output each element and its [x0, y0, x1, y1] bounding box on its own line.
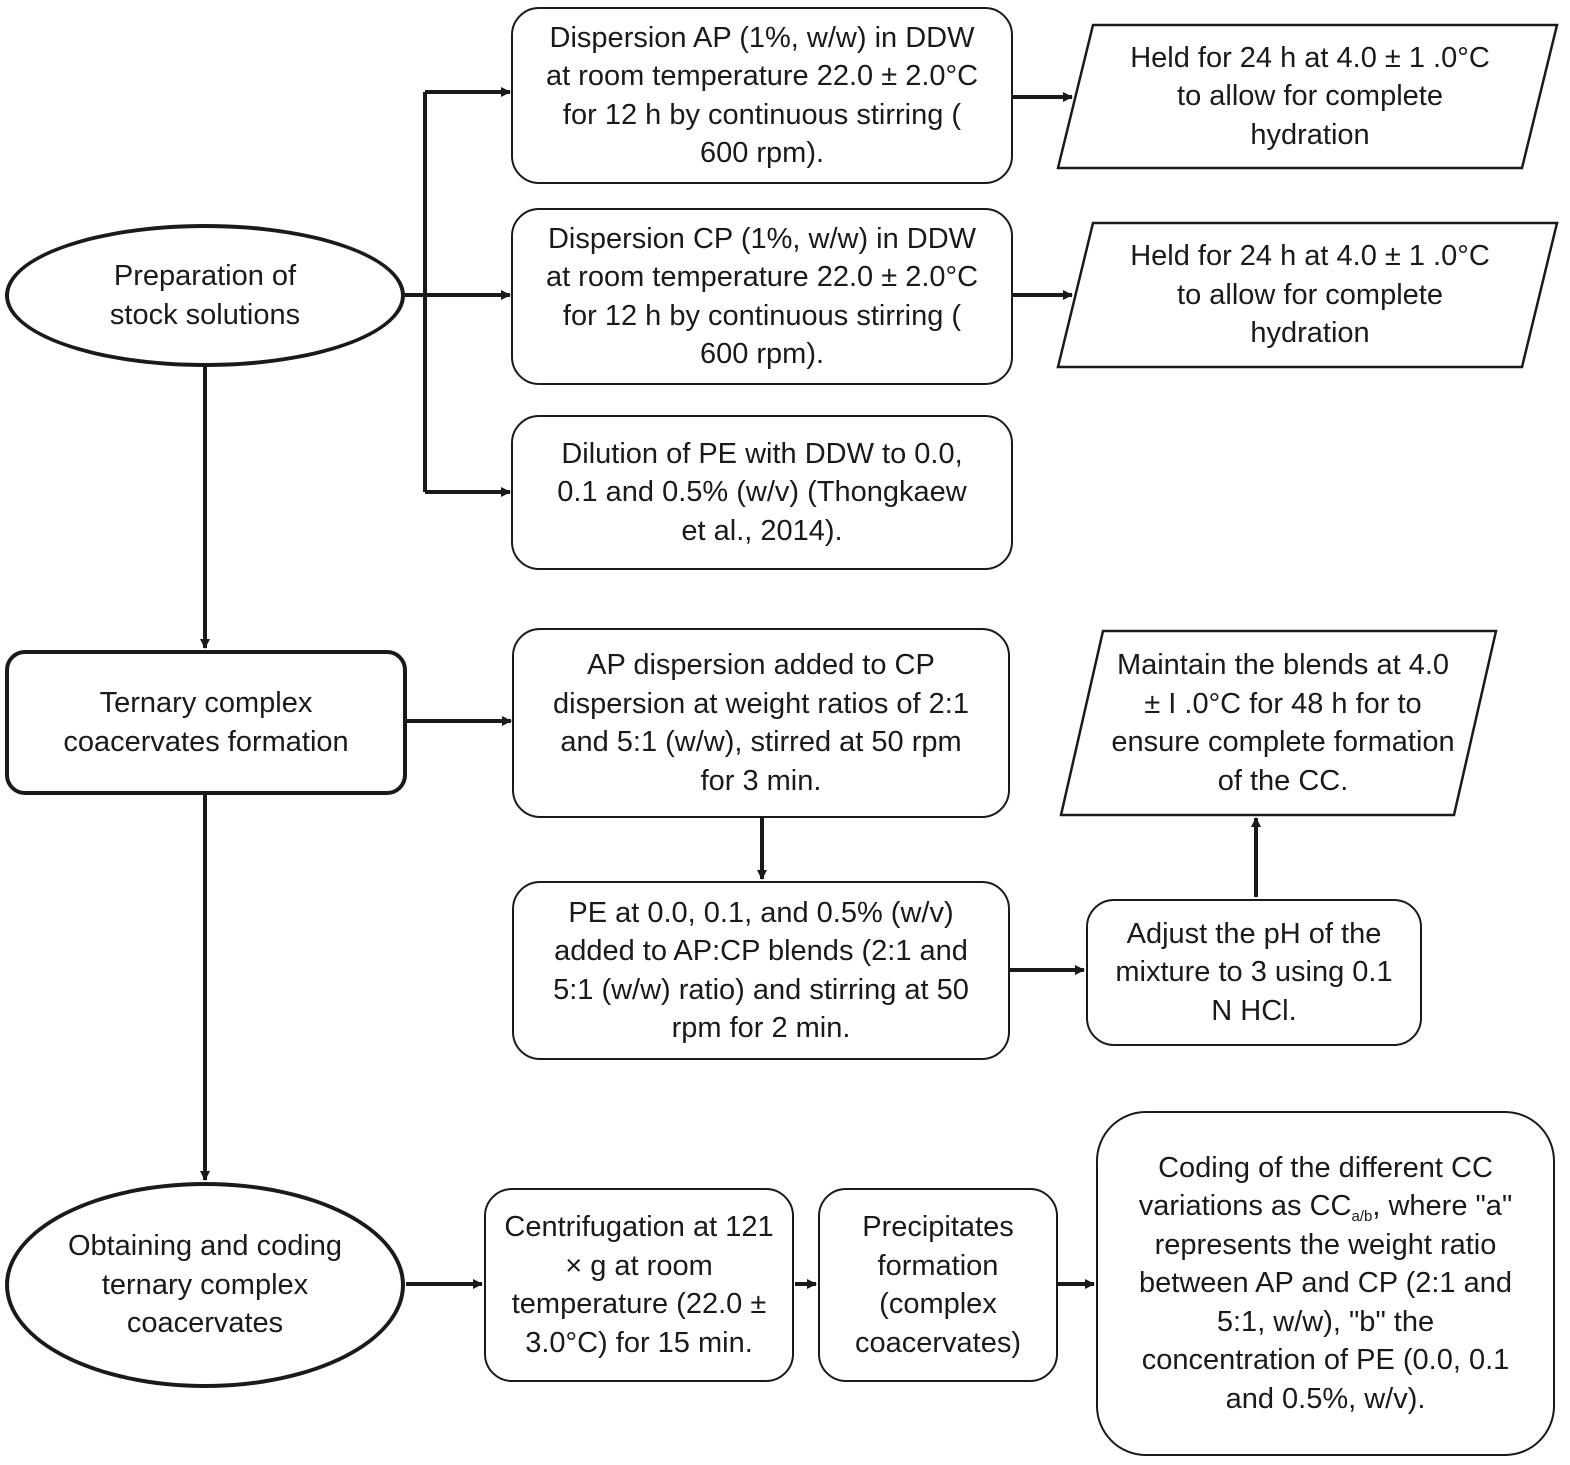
- stage-obtaining: Obtaining and coding ternary complex coa…: [5, 1182, 405, 1388]
- step-adjust-ph-text: Adjust the pH of the mixture to 3 using …: [1115, 917, 1393, 1027]
- held-cp-shape: [1056, 221, 1559, 369]
- step-pe-added-text: PE at 0.0, 0.1, and 0.5% (w/v) added to …: [553, 896, 969, 1045]
- step-maintain-text: Maintain the blends at 4.0 ± I .0°C for …: [1111, 649, 1455, 797]
- step-precipitates: Precipitates formation (complex coacerva…: [818, 1188, 1058, 1382]
- step-dispersion-ap: Dispersion AP (1%, w/w) in DDW at room t…: [511, 7, 1013, 184]
- step-dispersion-ap-text: Dispersion AP (1%, w/w) in DDW at room t…: [545, 21, 979, 170]
- step-held-cp-text: Held for 24 h at 4.0 ± 1 .0°C to allow f…: [1130, 240, 1490, 350]
- coding-subscript: a/b: [1351, 1208, 1373, 1226]
- step-dispersion-cp: Dispersion CP (1%, w/w) in DDW at room t…: [511, 208, 1013, 385]
- step-dilution-pe-text: Dilution of PE with DDW to 0.0, 0.1 and …: [557, 437, 967, 547]
- step-pe-added: PE at 0.0, 0.1, and 0.5% (w/v) added to …: [512, 881, 1010, 1060]
- step-held-cp: Held for 24 h at 4.0 ± 1 .0°C to allow f…: [1090, 223, 1530, 367]
- held-ap-shape: [1056, 23, 1559, 170]
- step-ap-added: AP dispersion added to CP dispersion at …: [512, 628, 1010, 818]
- step-held-ap: Held for 24 h at 4.0 ± 1 .0°C to allow f…: [1090, 25, 1530, 168]
- stage-ternary-label: Ternary complex coacervates formation: [63, 687, 349, 758]
- coding-text-pre: Coding of the different CC variations as…: [1138, 1151, 1493, 1223]
- step-centrifugation-text: Centrifugation at 121 × g at room temper…: [504, 1211, 774, 1359]
- step-maintain: Maintain the blends at 4.0 ± I .0°C for …: [1098, 631, 1468, 815]
- step-precipitates-text: Precipitates formation (complex coacerva…: [854, 1211, 1021, 1359]
- stage-ternary: Ternary complex coacervates formation: [5, 650, 407, 795]
- step-ap-added-text: AP dispersion added to CP dispersion at …: [553, 649, 969, 797]
- maintain-shape: [1059, 629, 1498, 817]
- step-coding-text: Coding of the different CC variations as…: [1128, 1149, 1523, 1419]
- step-coding: Coding of the different CC variations as…: [1096, 1111, 1555, 1456]
- stage-preparation: Preparation of stock solutions: [5, 224, 405, 367]
- step-held-ap-text: Held for 24 h at 4.0 ± 1 .0°C to allow f…: [1130, 41, 1490, 151]
- stage-preparation-label: Preparation of stock solutions: [109, 260, 301, 331]
- step-adjust-ph: Adjust the pH of the mixture to 3 using …: [1086, 899, 1422, 1046]
- step-centrifugation: Centrifugation at 121 × g at room temper…: [484, 1188, 794, 1382]
- step-dispersion-cp-text: Dispersion CP (1%, w/w) in DDW at room t…: [545, 222, 979, 371]
- coding-text-post: , where "a" represents the weight ratio …: [1139, 1190, 1513, 1415]
- stage-obtaining-label: Obtaining and coding ternary complex coa…: [67, 1230, 343, 1340]
- step-dilution-pe: Dilution of PE with DDW to 0.0, 0.1 and …: [511, 415, 1013, 570]
